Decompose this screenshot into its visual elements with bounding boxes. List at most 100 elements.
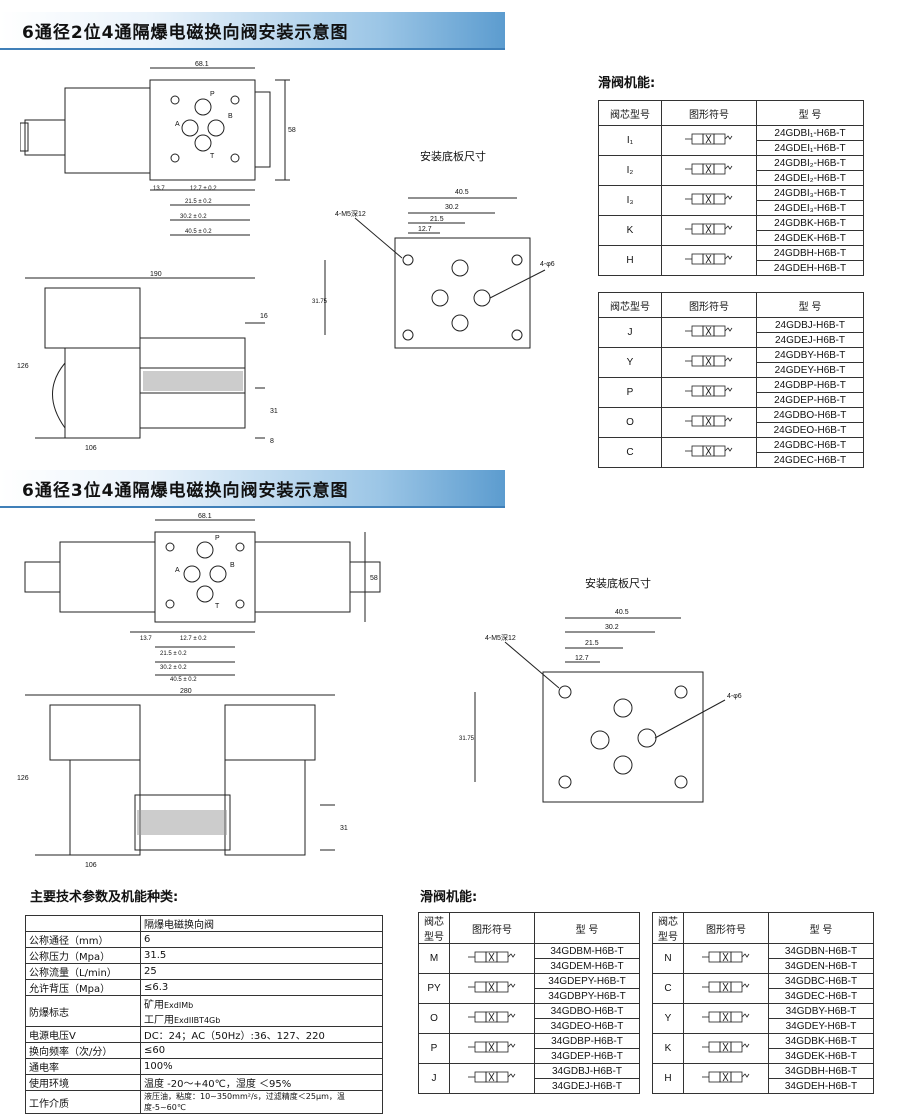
table-row: K 34GDBK-H6B-T [652, 1033, 874, 1064]
dim-405: 40.5 ± 0.2 [170, 677, 197, 682]
symbol-cell [683, 943, 769, 974]
symbol-cell [661, 407, 757, 438]
spec-row: 公称通径（mm）6 [25, 931, 383, 948]
model-cell: 34GDEM-H6B-T [534, 958, 640, 974]
core-cell: I₁ [598, 125, 662, 156]
table-row: H 34GDBH-H6B-T [652, 1063, 874, 1094]
hydraulic-symbol-icon [684, 445, 734, 460]
spec-value: 液压油，粘度：10~350mm²/s，过滤精度＜25μm，温度-5~60℃ [140, 1090, 383, 1114]
dim-137: 13.7 [153, 186, 165, 192]
col-core: 阀芯 型号 [652, 912, 684, 944]
col-symbol: 图形符号 [661, 292, 757, 318]
section-banner-2: 6通径3位4通隔爆电磁换向阀安装示意图 [0, 470, 505, 508]
dim-302: 30.2 ± 0.2 [160, 665, 187, 671]
spool-functions-label-1: 滑阀机能: [598, 76, 656, 91]
core-cell: H [652, 1063, 684, 1094]
spec-factory-mark: ExdIIBT4Gb [174, 1016, 221, 1025]
core-cell: C [652, 973, 684, 1004]
spec-value: 31.5 [140, 947, 383, 964]
spec-value: 100% [140, 1058, 383, 1075]
port-p: P [215, 535, 220, 542]
spec-blank [25, 915, 141, 932]
model-cell: 34GDEH-H6B-T [768, 1078, 874, 1094]
core-cell: C [598, 437, 662, 468]
spec-header: 隔爆电磁换向阀 [140, 915, 383, 932]
spec-value: ≤6.3 [140, 979, 383, 996]
dim-68: 68.1 [195, 61, 209, 68]
spec-value: 温度 -20～+40℃，湿度 ＜95% [140, 1074, 383, 1091]
dim-190: 190 [150, 271, 162, 278]
section-title: 6通径3位4通隔爆电磁换向阀安装示意图 [22, 481, 349, 501]
hydraulic-symbol-icon [684, 133, 734, 148]
bp-phi6: 4-φ6 [727, 693, 742, 700]
spec-key: 公称流量（L/min） [25, 963, 141, 980]
model-cell: 34GDBC-H6B-T [768, 973, 874, 989]
col-model: 型 号 [756, 292, 864, 318]
bp-127: 12.7 [418, 226, 432, 233]
spec-row: 允许背压（Mpa）≤6.3 [25, 979, 383, 996]
dim-58: 58 [370, 575, 378, 582]
model-cell: 34GDBPY-H6B-T [534, 988, 640, 1004]
base-plate-label: 安装底板尺寸 [420, 150, 486, 163]
hydraulic-symbol-icon [467, 981, 517, 996]
bp-215: 21.5 [585, 640, 599, 647]
model-cell: 34GDBP-H6B-T [534, 1033, 640, 1049]
bp-302: 30.2 [445, 204, 459, 211]
valve-side-view-3pos: 280 126 106 31 [17, 688, 348, 869]
core-cell: Y [652, 1003, 684, 1034]
model-cell: 24GDBY-H6B-T [756, 347, 864, 363]
model-cell: 34GDBJ-H6B-T [534, 1063, 640, 1079]
symbol-cell [661, 245, 757, 276]
table-row: 24GDEH-H6B-T [599, 260, 864, 276]
symbol-cell [449, 973, 535, 1004]
table-row: 24GDEC-H6B-T [599, 452, 864, 468]
hydraulic-symbol-icon [684, 325, 734, 340]
col-core: 阀芯型号 [598, 292, 662, 318]
port-b: B [228, 113, 233, 120]
model-cell: 34GDEO-H6B-T [534, 1018, 640, 1034]
model-cell: 34GDBK-H6B-T [768, 1033, 874, 1049]
core-cell: K [652, 1033, 684, 1064]
symbol-cell [683, 1063, 769, 1094]
symbol-cell [661, 215, 757, 246]
core-cell: P [598, 377, 662, 408]
hydraulic-symbol-icon [684, 253, 734, 268]
spec-key: 防爆标志 [25, 995, 141, 1027]
base-plate-drawing-1: 40.5 30.2 21.5 12.7 4-M5深12 4-φ6 31.75 [312, 189, 555, 349]
model-cell: 24GDEI₃-H6B-T [756, 200, 864, 216]
dim-8: 8 [270, 438, 274, 445]
spec-value: 6 [140, 931, 383, 948]
spec-value: ≤60 [140, 1042, 383, 1059]
dim-137: 13.7 [140, 636, 152, 642]
dim-16: 16 [260, 313, 268, 320]
model-cell: 24GDEO-H6B-T [756, 422, 864, 438]
model-cell: 24GDEI₂-H6B-T [756, 170, 864, 186]
model-cell: 34GDEN-H6B-T [768, 958, 874, 974]
spec-row: 工作介质液压油，粘度：10~350mm²/s，过滤精度＜25μm，温度-5~60… [25, 1090, 383, 1114]
symbol-cell [449, 1033, 535, 1064]
model-cell: 34GDBH-H6B-T [768, 1063, 874, 1079]
model-cell: 24GDEY-H6B-T [756, 362, 864, 378]
spec-key: 使用环境 [25, 1074, 141, 1091]
hydraulic-symbol-icon [684, 163, 734, 178]
symbol-cell [661, 125, 757, 156]
valve-side-view-2pos: 190 16 126 106 31 8 [17, 271, 278, 452]
core-cell: O [598, 407, 662, 438]
dim-126: 126 [17, 363, 29, 370]
dim-215: 21.5 ± 0.2 [160, 651, 187, 657]
